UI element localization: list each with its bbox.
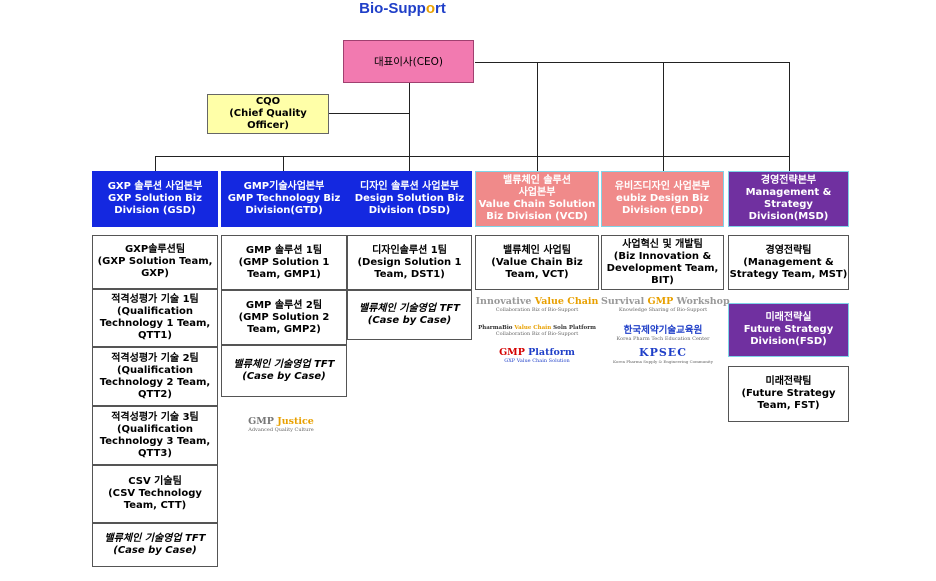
team-tft: 밸류체인 기술영업 TFT (Case by Case) <box>347 290 472 340</box>
team-label: GXP솔루션팀 (GXP Solution Team, GXP) <box>97 244 213 279</box>
team-gmp2: GMP 솔루션 2팀 (GMP Solution 2 Team, GMP2) <box>221 290 347 345</box>
team-fst: 미래전략팀 (Future Strategy Team, FST) <box>728 366 849 422</box>
division-label: 유비즈디자인 사업본부 eubiz Design Biz Division (E… <box>614 181 711 216</box>
ceo-box: 대표이사(CEO) <box>343 40 474 83</box>
survival-gmp-logo: Survival GMP Workshop Knowledge Sharing … <box>601 296 730 313</box>
division-msd: 경영전략본부 Management & Strategy Division(MS… <box>728 171 849 227</box>
team-label: 디자인솔루션 1팀 (Design Solution 1 Team, DST1) <box>357 244 462 280</box>
team-label: GMP 솔루션 1팀 (GMP Solution 1 Team, GMP1) <box>238 244 330 280</box>
team-tft: 밸류체인 기술영업 TFT (Case by Case) <box>92 523 218 567</box>
team-qtt3: 적격성평가 기술 3팀 (Qualification Technology 3 … <box>92 406 218 465</box>
division-dsd: 디자인 솔루션 사업본부 Design Solution Biz Divisio… <box>347 171 472 227</box>
team-dst1: 디자인솔루션 1팀 (Design Solution 1 Team, DST1) <box>347 235 472 290</box>
team-label: 미래전략실 Future Strategy Division(FSD) <box>743 312 834 347</box>
team-label: 밸류체인 기술영업 TFT (Case by Case) <box>233 359 335 382</box>
team-bit: 사업혁신 및 개발팀 (Biz Innovation & Development… <box>601 235 724 290</box>
gmp-justice-logo: GMP Justice Advanced Quality Culture <box>248 416 314 433</box>
team-label: CSV 기술팀 (CSV Technology Team, CTT) <box>108 476 202 511</box>
team-qtt2: 적격성평가 기술 2팀 (Qualification Technology 2 … <box>92 347 218 406</box>
division-vcd: 밸류체인 솔루션 사업본부 Value Chain Solution Biz D… <box>475 171 599 227</box>
team-label: 밸류체인 사업팀 (Value Chain Biz Team, VCT) <box>491 244 583 280</box>
kpta-logo: 한국제약기술교육원 Korea Pharm Tech Education Cen… <box>616 325 710 342</box>
team-label: 미래전략팀 (Future Strategy Team, FST) <box>741 376 836 411</box>
team-label: 밸류체인 기술영업 TFT (Case by Case) <box>358 303 461 326</box>
cqo-label: CQO (Chief Quality Officer) <box>229 96 307 131</box>
team-label: 사업혁신 및 개발팀 (Biz Innovation & Development… <box>606 238 719 286</box>
division-gtd: GMP기술사업본부 GMP Technology Biz Division(GT… <box>221 171 347 227</box>
team-label: 적격성평가 기술 3팀 (Qualification Technology 3 … <box>99 411 211 459</box>
ceo-label: 대표이사(CEO) <box>373 55 444 68</box>
team-qtt1: 적격성평가 기술 1팀 (Qualification Technology 1 … <box>92 289 218 347</box>
pharmabio-logo: PharmaBio Value Chain Soln Platform Coll… <box>478 325 596 337</box>
team-tft: 밸류체인 기술영업 TFT (Case by Case) <box>221 345 347 397</box>
gmp-platform-logo: GMP Platform GXP Value Chain Solution <box>499 347 575 364</box>
team-label: 밸류체인 기술영업 TFT (Case by Case) <box>104 533 206 556</box>
cqo-box: CQO (Chief Quality Officer) <box>207 94 329 134</box>
team-label: 적격성평가 기술 2팀 (Qualification Technology 2 … <box>99 352 211 400</box>
team-gmp1: GMP 솔루션 1팀 (GMP Solution 1 Team, GMP1) <box>221 235 347 290</box>
team-mst: 경영전략팀 (Management & Strategy Team, MST) <box>728 235 849 290</box>
division-label: 경영전략본부 Management & Strategy Division(MS… <box>745 175 832 222</box>
team-vct: 밸류체인 사업팀 (Value Chain Biz Team, VCT) <box>475 235 599 290</box>
team-label: 경영전략팀 (Management & Strategy Team, MST) <box>729 244 848 280</box>
division-fsd: 미래전략실 Future Strategy Division(FSD) <box>728 303 849 357</box>
division-label: 밸류체인 솔루션 사업본부 Value Chain Solution Biz D… <box>478 175 596 222</box>
team-gxp: GXP솔루션팀 (GXP Solution Team, GXP) <box>92 235 218 289</box>
team-label: GMP 솔루션 2팀 (GMP Solution 2 Team, GMP2) <box>238 299 330 335</box>
division-label: GMP기술사업본부 GMP Technology Biz Division(GT… <box>227 181 341 216</box>
division-label: 디자인 솔루션 사업본부 Design Solution Biz Divisio… <box>354 181 465 216</box>
team-label: 적격성평가 기술 1팀 (Qualification Technology 1 … <box>99 294 211 341</box>
division-edd: 유비즈디자인 사업본부 eubiz Design Biz Division (E… <box>601 171 724 227</box>
division-label: GXP 솔루션 사업본부 GXP Solution Biz Division (… <box>107 181 203 216</box>
kpsec-logo: KPSEC Korea Pharma Supply & Engineering … <box>613 346 713 364</box>
innovative-value-chain-logo: Innovative Value Chain Collaboration Biz… <box>475 296 599 313</box>
team-ctt: CSV 기술팀 (CSV Technology Team, CTT) <box>92 465 218 523</box>
division-gsd: GXP 솔루션 사업본부 GXP Solution Biz Division (… <box>92 171 218 227</box>
page-title: Bio-Support <box>359 0 446 17</box>
